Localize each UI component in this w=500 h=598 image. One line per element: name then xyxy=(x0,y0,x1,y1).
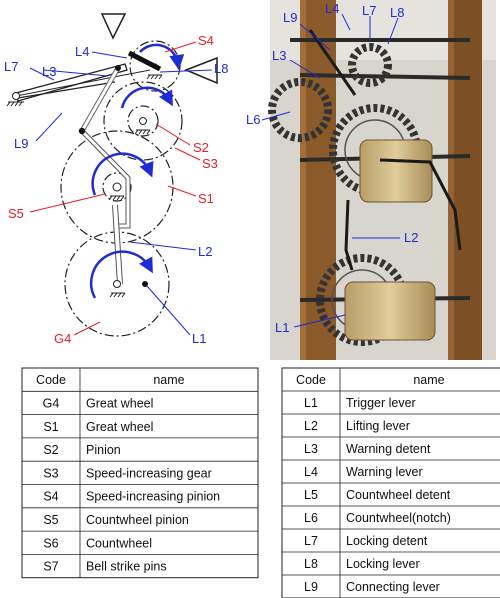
rotation-arrow-s4 xyxy=(139,43,185,70)
table-cell-code: L9 xyxy=(304,580,318,594)
table-header-name: name xyxy=(413,373,444,387)
wheel-s3 xyxy=(103,81,183,161)
table-header-name: name xyxy=(153,373,184,387)
table-cell-name: Great wheel xyxy=(86,396,153,410)
table-cell-code: S3 xyxy=(43,466,58,480)
photo-label-l7: L7 xyxy=(362,3,376,18)
photo-label-l9: L9 xyxy=(283,10,297,25)
mechanism-schematic: S4 L4 L7 L3 L8 L9 S2 S3 S1 S5 L2 G4 L1 xyxy=(4,13,228,346)
photo-label-l3: L3 xyxy=(272,48,286,63)
label-s1: S1 xyxy=(198,191,214,206)
pinion-s2 xyxy=(127,105,159,137)
photo-label-l1: L1 xyxy=(275,320,289,335)
rotation-arrow-s1 xyxy=(91,152,154,196)
lever-l2 xyxy=(80,129,131,229)
label-s3: S3 xyxy=(202,156,218,171)
table-cell-name: Speed-increasing gear xyxy=(86,466,212,480)
mechanism-photo: L9 L4 L7 L8 L3 L6 L2 L1 xyxy=(246,0,496,360)
table-header-code: Code xyxy=(296,373,326,387)
lever-l3 xyxy=(17,81,116,99)
table-cell-code: L3 xyxy=(304,442,318,456)
label-s4: S4 xyxy=(198,33,214,48)
table-cell-code: S1 xyxy=(43,420,58,434)
table-cell-code: L5 xyxy=(304,488,318,502)
table-cell-code: L6 xyxy=(304,511,318,525)
label-l1: L1 xyxy=(192,331,206,346)
table-cell-code: L2 xyxy=(304,419,318,433)
label-s2: S2 xyxy=(193,140,209,155)
table-cell-name: Connecting lever xyxy=(346,580,440,594)
table-cell-name: Pinion xyxy=(86,443,121,457)
table-cell-code: L7 xyxy=(304,534,318,548)
rotation-arrow-s3 xyxy=(120,86,173,109)
label-l8: L8 xyxy=(214,61,228,76)
table-cell-code: L1 xyxy=(304,396,318,410)
table-cell-code: L8 xyxy=(304,557,318,571)
photo-label-l6: L6 xyxy=(246,112,260,127)
table-cell-code: S5 xyxy=(43,513,58,527)
table-cell-name: Countwheel(notch) xyxy=(346,511,451,525)
table-cell-name: Great wheel xyxy=(86,420,153,434)
table-cell-name: Countwheel pinion xyxy=(86,513,189,527)
table-cell-name: Countwheel detent xyxy=(346,488,451,502)
table-cell-name: Bell strike pins xyxy=(86,560,167,574)
table-cell-code: S4 xyxy=(43,490,58,504)
label-g4: G4 xyxy=(54,331,71,346)
table-cell-name: Locking detent xyxy=(346,534,428,548)
table-cell-name: Warning lever xyxy=(346,465,423,479)
photo-label-l4: L4 xyxy=(325,1,339,16)
label-l7: L7 xyxy=(4,59,18,74)
label-l9: L9 xyxy=(14,136,28,151)
table-cell-code: S7 xyxy=(43,560,58,574)
rotation-arrow-g4 xyxy=(90,250,153,299)
table-cell-code: S2 xyxy=(43,443,58,457)
lever-l9 xyxy=(15,69,151,97)
table-cell-code: S6 xyxy=(43,536,58,550)
photo-label-l2: L2 xyxy=(404,230,418,245)
table-cell-name: Warning detent xyxy=(346,442,431,456)
table-cell-code: G4 xyxy=(43,396,60,410)
bell-top xyxy=(100,13,127,40)
label-l3: L3 xyxy=(42,64,56,79)
label-l2: L2 xyxy=(198,244,212,259)
table-cell-code: L4 xyxy=(304,465,318,479)
photo-label-l8: L8 xyxy=(390,5,404,20)
table-cell-name: Locking lever xyxy=(346,557,420,571)
table-cell-name: Trigger lever xyxy=(346,396,416,410)
table-cell-name: Lifting lever xyxy=(346,419,410,433)
table-header-code: Code xyxy=(36,373,66,387)
pinion-s5 xyxy=(102,172,132,202)
label-l4: L4 xyxy=(75,44,89,59)
table-cell-name: Speed-increasing pinion xyxy=(86,490,220,504)
table-cell-name: Countwheel xyxy=(86,536,152,550)
label-s5: S5 xyxy=(8,206,24,221)
